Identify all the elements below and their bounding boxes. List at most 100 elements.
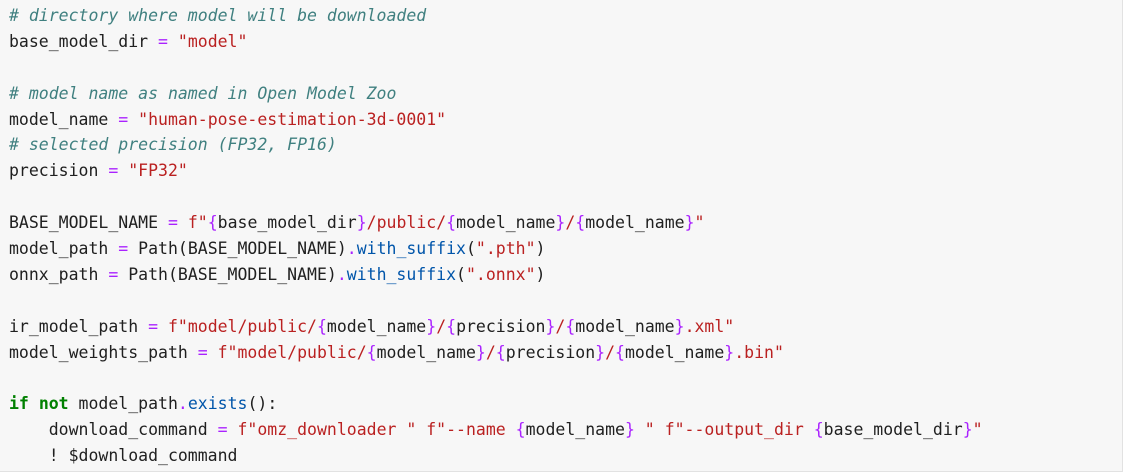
code-line: ir_model_path = f"model/public/{model_na… xyxy=(9,314,983,340)
code-token-op: { xyxy=(446,316,457,336)
code-token-op: { xyxy=(813,420,824,440)
code-token-string: f"model/public/ xyxy=(217,342,367,362)
code-token-text xyxy=(168,32,178,51)
code-token-func: with_suffix xyxy=(356,239,466,259)
code-token-op: } xyxy=(356,213,367,233)
code-token-text: ( xyxy=(456,264,466,284)
code-token-op: { xyxy=(446,213,457,233)
code-token-text xyxy=(228,420,238,439)
code-token-func: exists xyxy=(187,394,248,414)
code-token-op: } xyxy=(545,316,556,336)
code-token-text: base_model_dir xyxy=(9,31,159,51)
code-token-string: f" xyxy=(187,213,208,233)
code-token-text: precision xyxy=(9,161,109,181)
code-token-op: { xyxy=(615,342,625,362)
code-editor[interactable]: # directory where model will be download… xyxy=(9,3,983,469)
code-token-text xyxy=(208,343,218,362)
code-token-op: } xyxy=(555,213,566,233)
code-token-string: / xyxy=(555,316,566,336)
code-token-string: f"model/public/ xyxy=(167,316,317,336)
code-token-op: = xyxy=(118,109,129,129)
code-token-op: } xyxy=(684,213,695,233)
code-token-text: BASE_MODEL_NAME xyxy=(9,213,168,233)
code-token-text: precision xyxy=(456,316,546,336)
code-token-op: { xyxy=(575,213,586,233)
code-token-op: { xyxy=(495,342,506,362)
code-line: BASE_MODEL_NAME = f"{base_model_dir}/pub… xyxy=(9,210,983,236)
code-line: # model name as named in Open Model Zoo xyxy=(9,81,983,107)
code-token-string: / xyxy=(436,316,447,336)
code-token-text: model_path xyxy=(9,239,119,259)
code-token-text: model_name xyxy=(326,316,427,336)
code-token-op: } xyxy=(724,342,735,362)
code-token-text: model_name xyxy=(525,420,625,440)
code-token-text: onnx_path xyxy=(9,264,109,284)
code-token-op: = xyxy=(108,264,119,284)
code-line: download_command = f"omz_downloader " f"… xyxy=(9,417,983,443)
code-line: onnx_path = Path(BASE_MODEL_NAME).with_s… xyxy=(9,262,983,288)
code-token-text: ( xyxy=(465,239,476,259)
code-token-string: ".pth" xyxy=(475,239,536,259)
code-token-op: } xyxy=(426,316,437,336)
code-token-text: Path(BASE_MODEL_NAME) xyxy=(118,264,337,284)
code-token-op: { xyxy=(366,342,377,362)
code-token-op: = xyxy=(197,342,208,362)
code-token-string: .bin" xyxy=(734,342,784,362)
code-token-op: = xyxy=(118,239,129,259)
code-token-text: model_name xyxy=(575,316,675,336)
code-line: # directory where model will be download… xyxy=(9,3,983,29)
code-token-op: { xyxy=(565,316,576,336)
code-token-string: .xml" xyxy=(684,316,735,336)
code-line: ! $download_command xyxy=(9,443,983,469)
code-token-op: . xyxy=(177,394,188,414)
code-token-text: ) xyxy=(535,239,546,259)
code-token-text xyxy=(118,161,128,180)
code-token-text: model_path xyxy=(68,394,178,414)
code-token-string: / xyxy=(605,342,616,362)
code-token-text: model_weights_path xyxy=(9,342,198,362)
code-token-string: /public/ xyxy=(366,213,447,233)
code-token-op: = xyxy=(167,213,178,233)
code-token-comment: # selected precision (FP32, FP16) xyxy=(9,135,337,155)
code-token-op: } xyxy=(674,316,685,336)
code-token-string: "model" xyxy=(177,31,248,51)
code-token-op: . xyxy=(336,264,347,284)
code-token-text: ir_model_path xyxy=(9,316,149,336)
code-token-text xyxy=(29,394,39,413)
code-token-string: " xyxy=(634,420,655,440)
code-token-text: download_command xyxy=(9,420,218,440)
code-line: model_weights_path = f"model/public/{mod… xyxy=(9,340,983,366)
code-token-text: model_name xyxy=(585,213,685,233)
code-token-kw: not xyxy=(38,394,69,414)
code-token-text xyxy=(178,213,188,232)
code-token-text: model_name xyxy=(9,109,119,129)
code-line: ​ xyxy=(9,365,983,391)
code-token-text: model_name xyxy=(624,342,725,362)
code-token-op: { xyxy=(316,316,327,336)
code-line: ​ xyxy=(9,288,983,314)
code-token-op: } xyxy=(595,342,606,362)
code-token-string: "human-pose-estimation-3d-0001" xyxy=(138,109,447,129)
code-token-text: base_model_dir xyxy=(217,213,357,233)
code-line: model_path = Path(BASE_MODEL_NAME).with_… xyxy=(9,236,983,262)
code-token-string: " xyxy=(694,213,705,233)
code-token-string: " xyxy=(972,420,983,440)
code-token-op: = xyxy=(108,161,119,181)
code-token-kw: if xyxy=(9,394,29,414)
code-token-op: } xyxy=(624,420,635,440)
code-line: precision = "FP32" xyxy=(9,158,983,184)
code-token-op: = xyxy=(158,31,168,51)
code-token-op: { xyxy=(515,420,526,440)
code-token-string: / xyxy=(485,342,496,362)
code-token-string: f"--output_dir xyxy=(664,420,814,440)
code-token-string: "FP32" xyxy=(128,161,188,181)
code-token-text xyxy=(158,317,168,336)
code-token-comment: # directory where model will be download… xyxy=(9,6,427,25)
code-line: # selected precision (FP32, FP16) xyxy=(9,132,983,158)
code-token-op: . xyxy=(346,239,357,259)
code-token-op: = xyxy=(217,420,228,440)
code-token-text xyxy=(128,110,138,129)
code-line: if not model_path.exists(): xyxy=(9,391,983,417)
code-line: base_model_dir = "model" xyxy=(9,29,983,55)
